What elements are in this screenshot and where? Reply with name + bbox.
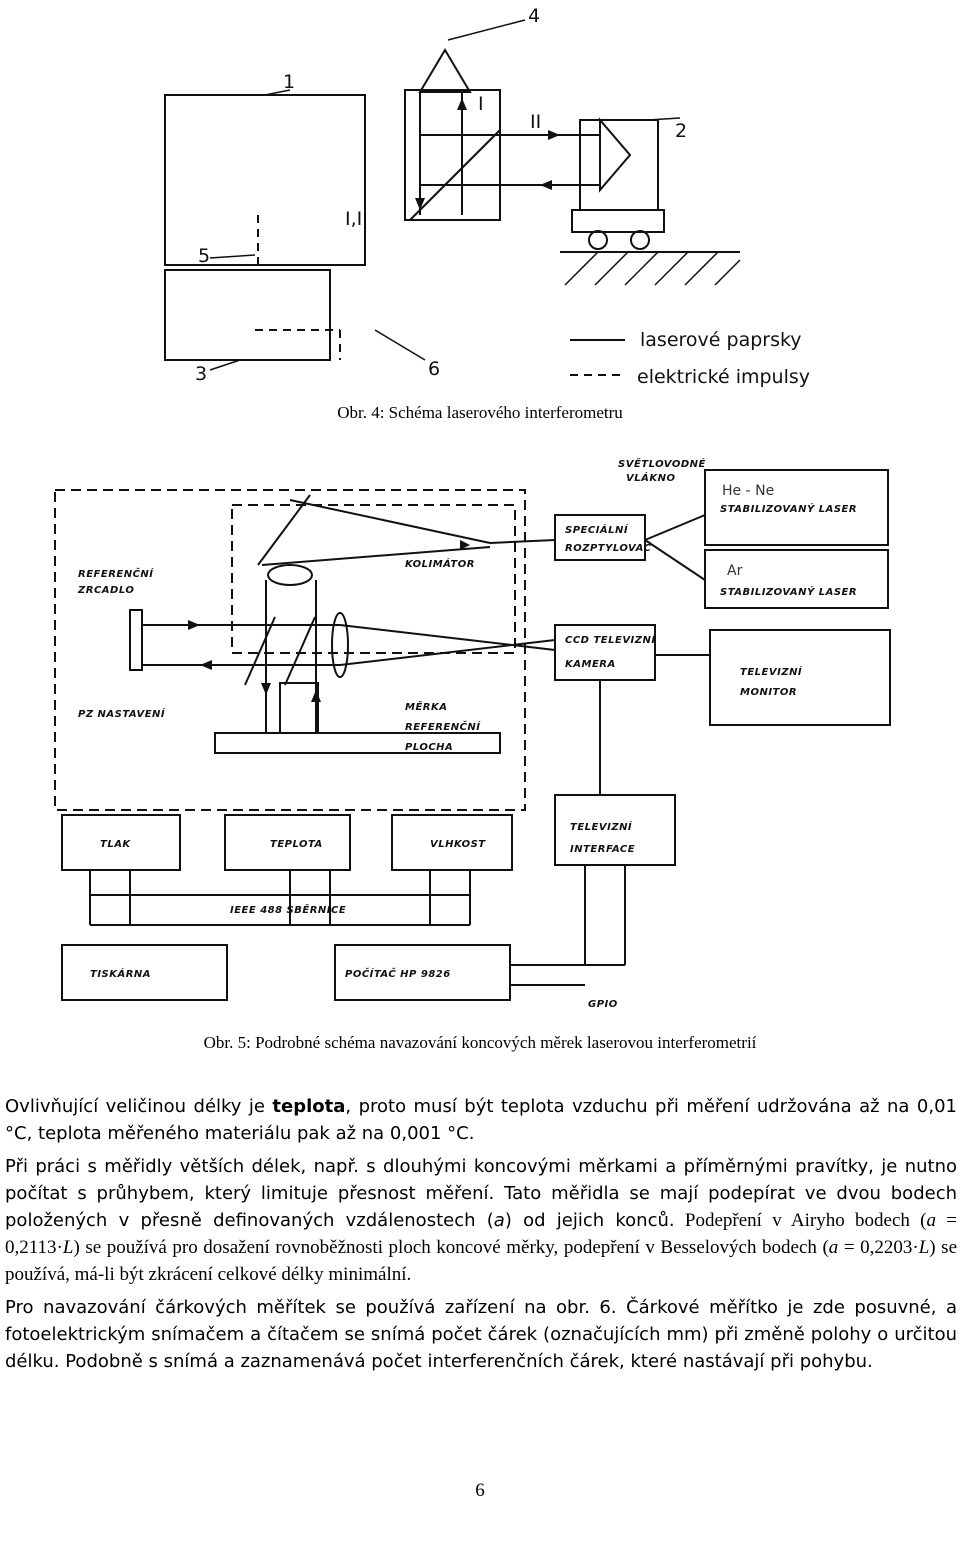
- label-beam-I-II: I,II: [345, 208, 368, 230]
- label-pz-adjust: PZ NASTAVENÍ: [78, 707, 166, 720]
- label-ccd-2: KAMERA: [565, 659, 616, 670]
- label-collimator: KOLIMÁTOR: [405, 557, 475, 570]
- label-gpio: GPIO: [588, 999, 618, 1010]
- body-text: Ovlivňující veličinou délky je teplota, …: [5, 1093, 957, 1381]
- gauge-block-calibration-diagram: SVĚTLOVODNÉ VLÁKNO He - Ne STABILIZOVANÝ…: [54, 456, 891, 1010]
- label-reference-1: REFERENČNÍ: [78, 566, 154, 580]
- tv-interface-box: [554, 794, 676, 866]
- paragraph-1: Ovlivňující veličinou délky je teplota, …: [5, 1096, 957, 1144]
- label-computer: POČÍTAČ HP 9826: [345, 966, 451, 980]
- label-gauge-2: REFERENČNÍ: [405, 719, 481, 733]
- label-tv-2: MONITOR: [740, 687, 797, 698]
- special-diffuser-box: [554, 514, 646, 561]
- label-ar: Ar: [727, 563, 743, 579]
- label-printer: TISKÁRNA: [90, 967, 151, 980]
- pressure-box: [61, 814, 181, 871]
- block-1: [164, 94, 366, 266]
- interferometer-enclosure: [54, 489, 526, 811]
- paragraph-2: Při práci s měřidly větších délek, např.…: [5, 1156, 958, 1285]
- label-he-ne: He - Ne: [722, 483, 774, 499]
- label-1: 1: [283, 71, 295, 93]
- label-gauge-1: MĚRKA: [405, 699, 447, 713]
- label-pressure: TLAK: [100, 839, 131, 850]
- ground-hatch: [564, 251, 741, 286]
- label-stabilized-laser-1: STABILIZOVANÝ LASER: [720, 502, 857, 515]
- block-3: [164, 269, 331, 361]
- paragraph-3: Pro navazování čárkových měřítek se použ…: [5, 1297, 957, 1372]
- figure-5-caption: Obr. 5: Podrobné schéma navazování konco…: [203, 1033, 757, 1052]
- cart: [571, 209, 665, 233]
- label-5: 5: [198, 245, 210, 267]
- ccd-camera-box: [554, 624, 656, 681]
- label-ccd-1: CCD TELEVIZNÍ: [565, 633, 656, 646]
- computer-box: [334, 944, 511, 1001]
- laser-interferometer-diagram: 1 4 2 5 3 6 I II I,II laserové paprsky e…: [164, 5, 810, 388]
- label-tv-interface-1: TELEVIZNÍ: [570, 820, 633, 833]
- label-6: 6: [428, 358, 440, 380]
- figure-4-caption: Obr. 4: Schéma laserového interferometru: [337, 403, 623, 422]
- label-special-2: ROZPTYLOVAČ: [565, 540, 651, 554]
- ar-laser-box: [704, 549, 889, 609]
- label-tv-interface-2: INTERFACE: [570, 844, 635, 855]
- interferometer-block: [404, 89, 501, 221]
- he-ne-laser-box: [704, 469, 889, 546]
- label-temperature: TEPLOTA: [270, 839, 323, 850]
- label-2: 2: [675, 120, 687, 142]
- label-optical-fiber-1: SVĚTLOVODNÉ: [618, 456, 706, 470]
- label-humidity: VLHKOST: [430, 839, 486, 850]
- label-ieee-bus: IEEE 488 SBĚRNICE: [230, 902, 346, 916]
- temperature-box: [224, 814, 351, 871]
- humidity-box: [391, 814, 513, 871]
- label-stabilized-laser-2: STABILIZOVANÝ LASER: [720, 585, 857, 598]
- printer-box: [61, 944, 228, 1001]
- label-3: 3: [195, 363, 207, 385]
- legend-laser-beams: laserové paprsky: [640, 329, 802, 351]
- label-special-1: SPECIÁLNÍ: [565, 523, 629, 536]
- label-beam-I: I: [478, 93, 484, 115]
- label-tv-1: TELEVIZNÍ: [740, 665, 803, 678]
- label-beam-II: II: [530, 111, 541, 133]
- page-number: 6: [475, 1480, 485, 1501]
- retroreflector-2: [599, 117, 632, 193]
- label-reference-2: ZRCADLO: [77, 585, 134, 596]
- legend-electric-impulses: elektrické impulsy: [637, 366, 810, 388]
- label-gauge-3: PLOCHA: [405, 742, 453, 753]
- label-4: 4: [528, 5, 540, 27]
- tv-monitor-box: [709, 629, 891, 726]
- label-optical-fiber-2: VLÁKNO: [626, 471, 675, 484]
- prism-4: [418, 48, 472, 93]
